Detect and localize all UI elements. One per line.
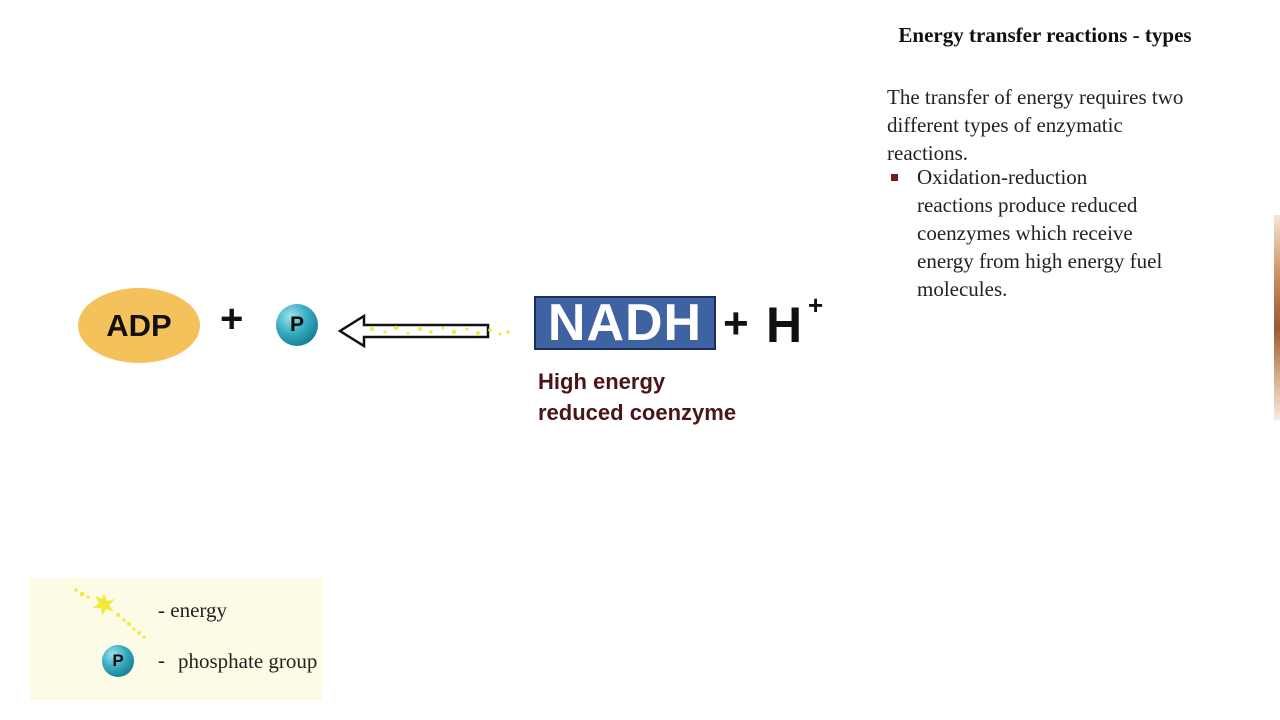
hydrogen-ion-charge: + [808, 290, 824, 320]
plus-sign: + [220, 297, 244, 341]
legend-energy-text: - energy [158, 598, 227, 622]
nadh-box: NADH [534, 294, 716, 352]
legend-dash: - [158, 648, 165, 672]
legend-phosphate-text: phosphate group [178, 649, 318, 673]
energy-sparkle-trail [370, 325, 510, 336]
phosphate-label: P [289, 313, 304, 336]
energy-spark-icon [74, 588, 146, 639]
legend-phosphate-label: P [112, 651, 124, 670]
panel-intro-text: The transfer of energy requires two diff… [887, 85, 1184, 165]
phosphate-circle: P [276, 304, 318, 346]
edge-decoration [1274, 215, 1280, 420]
plus-sign: + [723, 299, 749, 348]
nadh-caption: High energy reduced coenzyme [538, 369, 737, 425]
adp-label: ADP [106, 307, 172, 343]
adp-ellipse: ADP [78, 288, 200, 363]
square-bullet-icon [891, 174, 898, 181]
panel-title: Energy transfer reactions - types [898, 23, 1192, 47]
legend-box: - energy P - phosphate group [30, 578, 322, 700]
energy-transfer-arrow [337, 313, 510, 349]
hydrogen-ion-label: H [766, 297, 803, 353]
bullet-text: Oxidation-reduction reactions produce re… [917, 165, 1163, 301]
nadh-label: NADH [547, 294, 703, 352]
legend-phosphate-circle: P [102, 645, 134, 677]
